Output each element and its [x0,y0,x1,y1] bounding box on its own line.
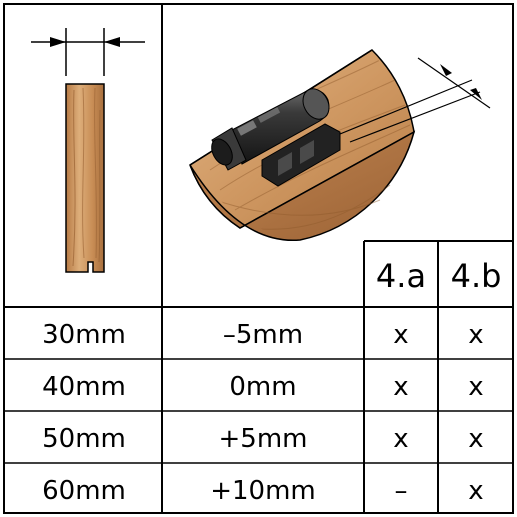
header-col-b: 4.b [451,257,502,295]
row-2-thickness: 40mm [42,372,126,402]
header-col-a: 4.a [376,257,426,295]
row-3-offset: +5mm [219,424,308,454]
row-3-thickness: 50mm [42,424,126,454]
row-2-offset: 0mm [229,372,296,402]
table-grid [3,3,514,514]
row-2-a: x [393,372,408,402]
row-3-a: x [393,424,408,454]
row-1-a: x [393,320,408,350]
row-4-offset: +10mm [210,476,316,506]
row-1-b: x [468,320,483,350]
row-1-thickness: 30mm [42,320,126,350]
row-2-b: x [468,372,483,402]
row-4-thickness: 60mm [42,476,126,506]
row-4-b: x [468,476,483,506]
board-thickness-illustration [31,28,145,273]
row-1-offset: –5mm [223,320,303,350]
push-latch-illustration [189,49,491,242]
row-4-a: – [395,476,408,506]
row-3-b: x [468,424,483,454]
